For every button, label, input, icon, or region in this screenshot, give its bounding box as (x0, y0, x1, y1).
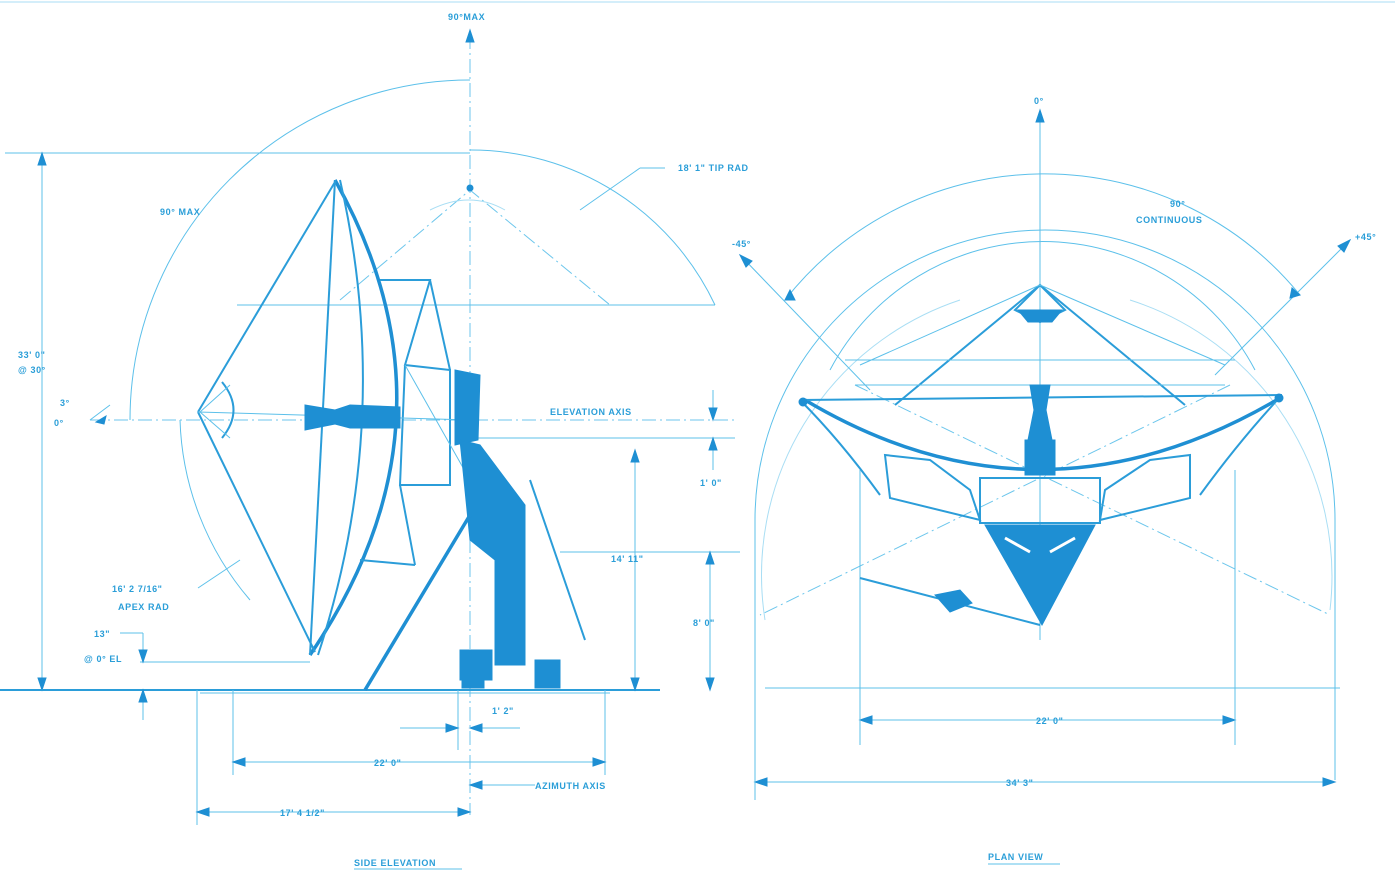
plan-pedestal (984, 524, 1096, 627)
label-apex-rad: APEX RAD (118, 602, 169, 612)
label-dim-22-0: 22' 0" (374, 758, 402, 768)
pedestal (459, 439, 526, 666)
elevation-bearing (454, 369, 481, 446)
plan-backup-left (883, 453, 982, 522)
plus-45-line (1214, 239, 1351, 376)
plan-label-dim-34-3: 34' 3" (1006, 778, 1034, 788)
label-clear-13: 13" (94, 629, 110, 639)
plan-backup-right (1098, 453, 1191, 522)
label-height-at: @ 30° (18, 365, 46, 375)
elevation-arc-inner (179, 419, 251, 601)
label-apex-rad-value: 16' 2 7/16" (112, 584, 163, 594)
plan-label-plus-45: +45° (1355, 232, 1376, 242)
plan-label-minus-45: -45° (732, 239, 751, 249)
label-dim-17-4: 17' 4 1/2" (280, 808, 325, 818)
label-angle-0: 0° (54, 418, 64, 428)
side-elevation-title: SIDE ELEVATION (354, 858, 436, 868)
plan-top-arrowhead (1035, 108, 1045, 123)
plan-feed (1027, 384, 1053, 441)
subreflector (221, 381, 235, 439)
label-dim-1-2: 1' 2" (492, 706, 514, 716)
plan-view: 0° 90° CONTINUOUS -45° +45° 22' 0" 34' 3… (732, 96, 1376, 865)
plan-label-zero: 0° (1034, 96, 1044, 106)
plan-label-dim-22-0: 22' 0" (1036, 716, 1064, 726)
plan-view-title: PLAN VIEW (988, 852, 1043, 862)
label-tip-rad: 18' 1" TIP RAD (678, 163, 749, 173)
label-clear-at: @ 0° EL (84, 654, 122, 664)
label-top-max: 90°MAX (448, 12, 485, 22)
plan-outer-arc (754, 229, 1336, 780)
label-dim-14-11: 14' 11" (611, 554, 644, 564)
feed-strut (197, 181, 336, 413)
label-dim-1-0: 1' 0" (700, 478, 722, 488)
plan-label-continuous-deg: 90° (1170, 199, 1185, 209)
label-azimuth-axis: AZIMUTH AXIS (535, 781, 606, 791)
plan-label-continuous: CONTINUOUS (1136, 215, 1203, 225)
label-height-total: 33' 0" (18, 350, 46, 360)
minus-45-line (739, 254, 871, 391)
label-elevation-axis: ELEVATION AXIS (550, 407, 632, 417)
label-arc-max: 90° MAX (160, 207, 200, 217)
top-arrowhead (465, 28, 475, 43)
label-dim-8-0: 8' 0" (693, 618, 715, 628)
feed-horn (304, 404, 401, 431)
label-angle-3: 3° (60, 398, 70, 408)
elevation-arc-outer (469, 149, 716, 306)
elevation-arc-90max (129, 79, 471, 421)
